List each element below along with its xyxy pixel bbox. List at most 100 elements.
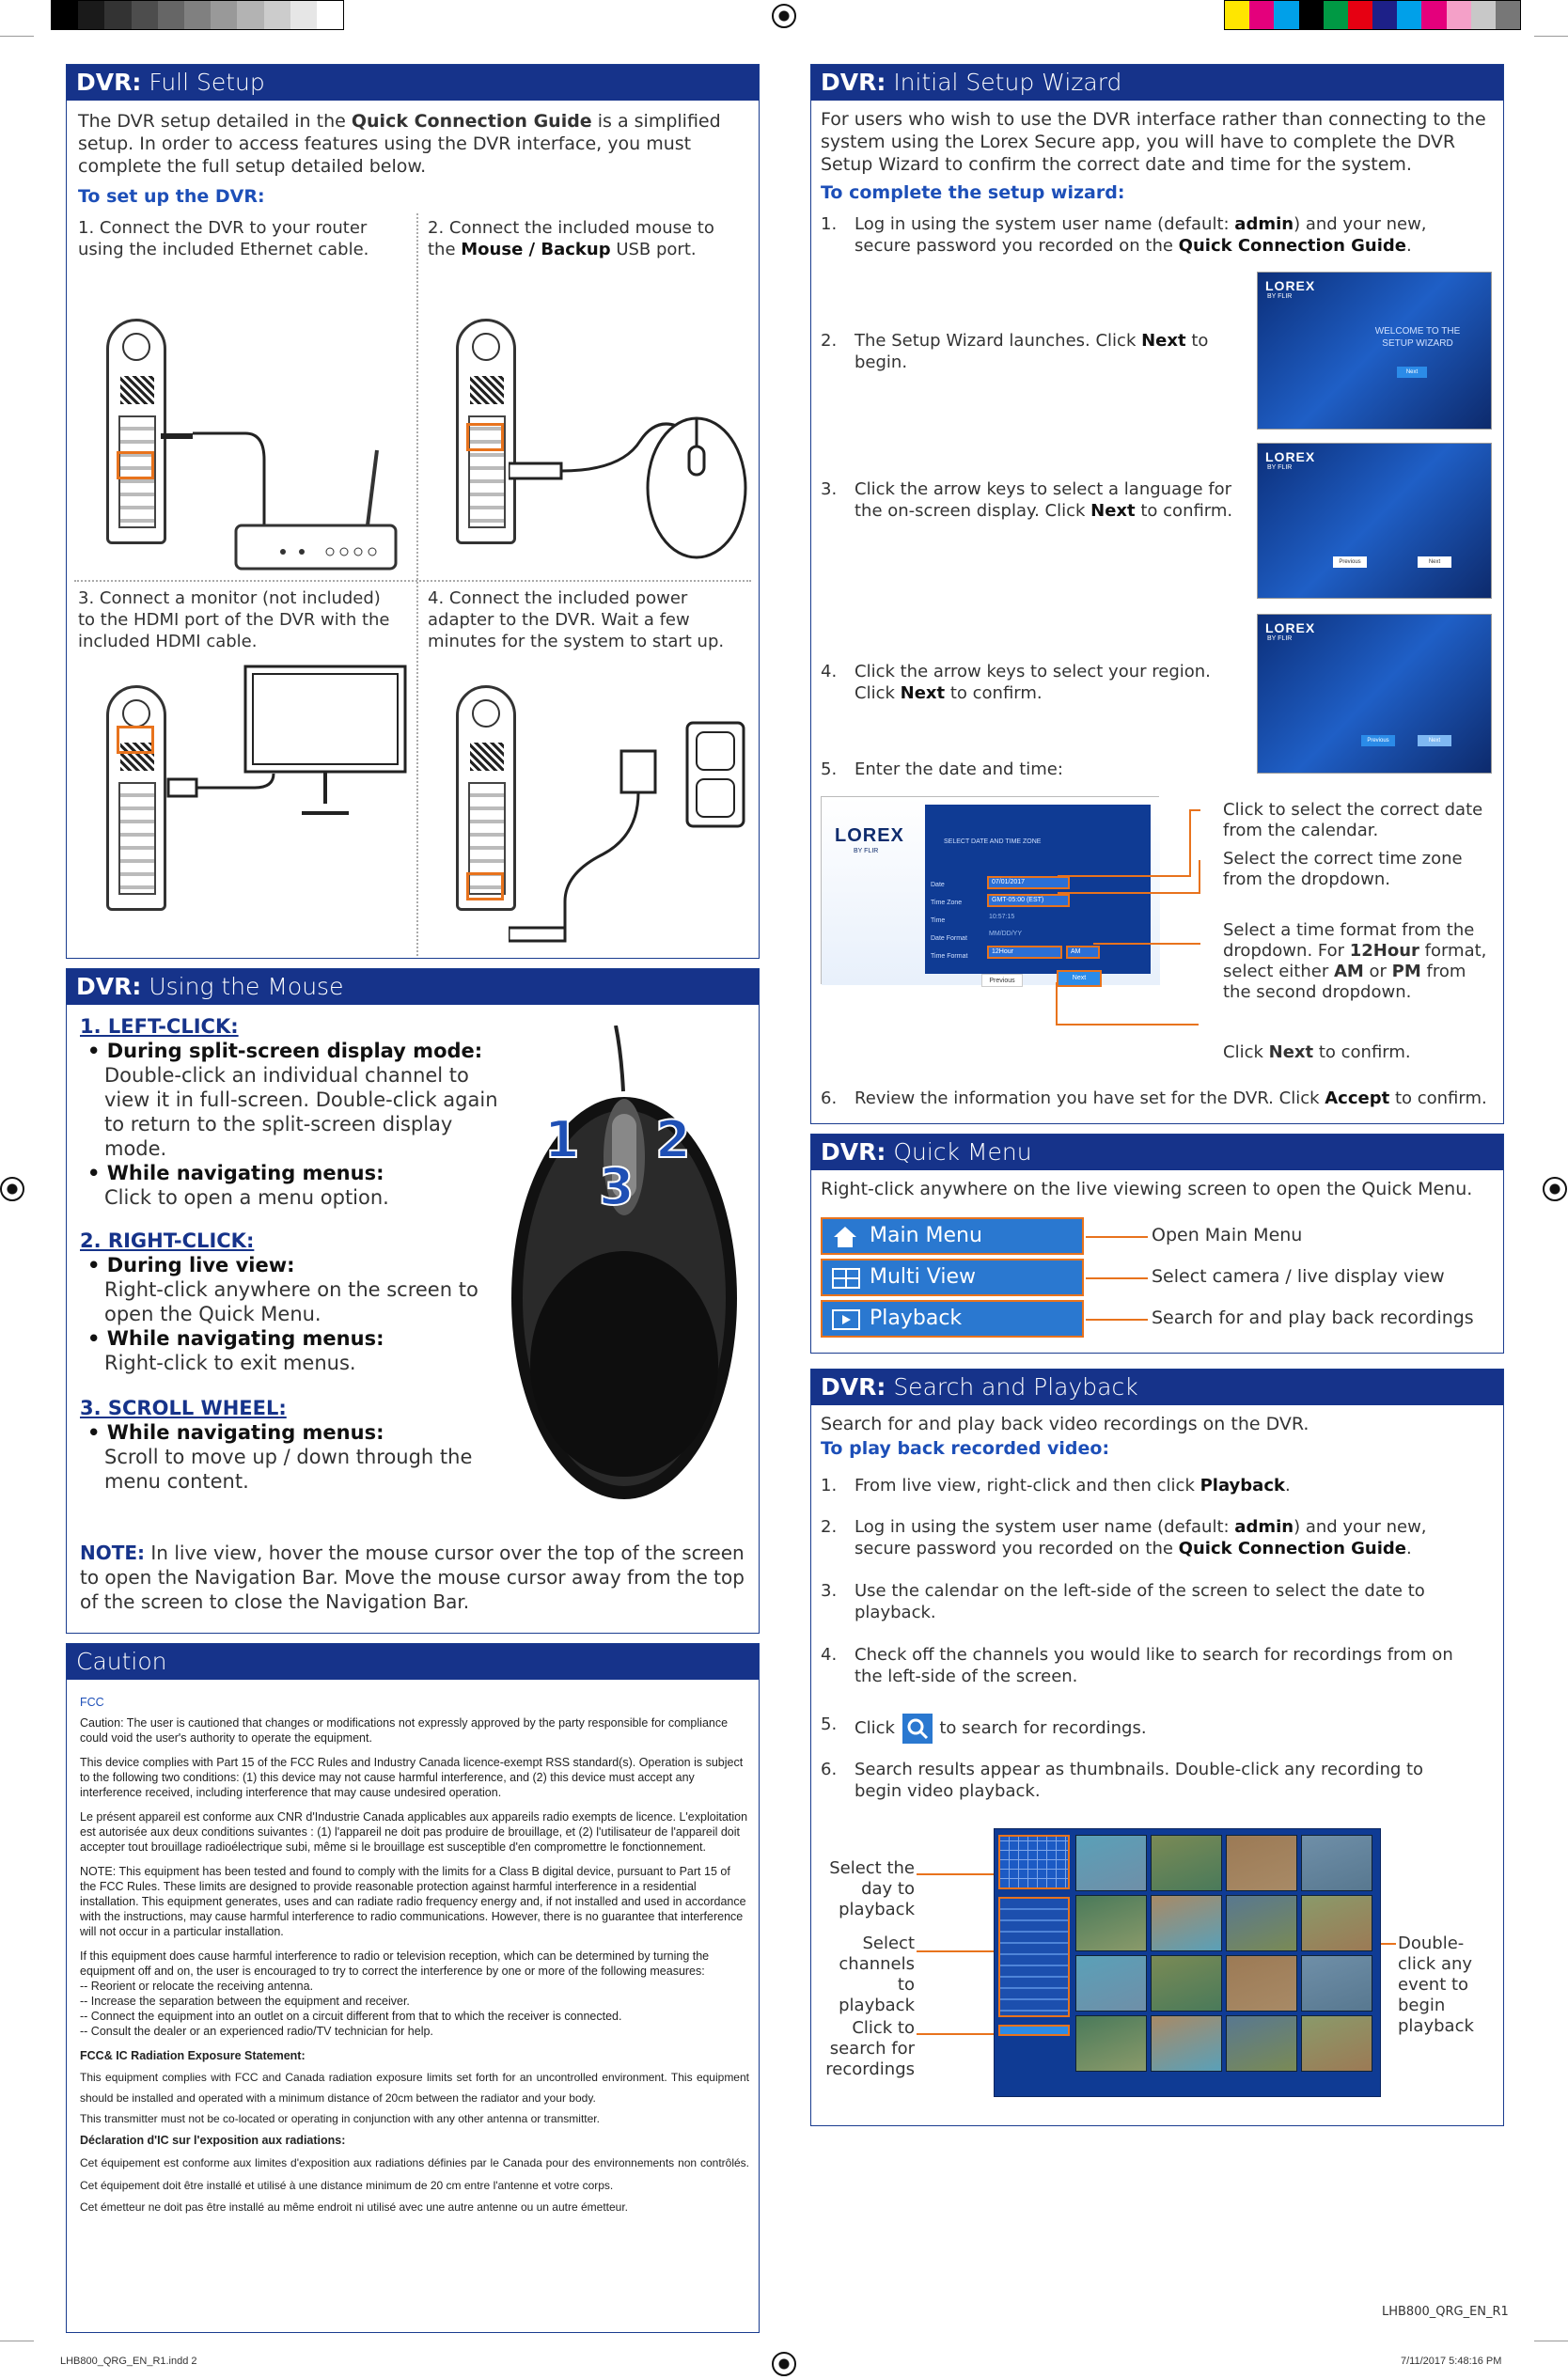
wizard-region-screenshot: LOREX BY FLIR Previous Next (1257, 614, 1492, 774)
bullet-text: Right-click to exit menus. (104, 1352, 356, 1374)
recording-thumbnail[interactable] (1151, 1895, 1222, 1951)
quick-menu-intro: Right-click anywhere on the live viewing… (821, 1179, 1473, 1199)
quick-menu-playback[interactable]: Playback (821, 1300, 1084, 1338)
quick-menu-multi-view[interactable]: Multi View (821, 1259, 1084, 1296)
recording-thumbnail[interactable] (1226, 1895, 1297, 1951)
next-button-thumb: Next (1418, 735, 1451, 746)
next-button[interactable]: Next (1057, 970, 1102, 987)
callout-text: from the second dropdown. (1223, 962, 1466, 1002)
recording-thumbnail[interactable] (1075, 1895, 1147, 1951)
recording-thumbnail[interactable] (1151, 2015, 1222, 2072)
dt-label-time: Time (931, 917, 946, 924)
bullet-text: Right-click anywhere on the screen to op… (104, 1278, 478, 1325)
color-swatch (1397, 1, 1422, 29)
callout-next: Click Next to confirm. (1223, 1042, 1496, 1063)
wizard-subhead: To complete the setup wizard: (821, 182, 1125, 203)
channel-list-thumb[interactable] (998, 1897, 1070, 2017)
dt-label-time-format: Time Format (931, 953, 968, 960)
mouse-illustration (511, 1026, 737, 1499)
mouse-label-3: 3 (598, 1156, 635, 1217)
note-text: In live view, hover the mouse cursor ove… (80, 1542, 745, 1613)
dvr-illustration (106, 319, 166, 544)
bullet: • While navigating menus: (87, 1421, 384, 1444)
default-username: admin (1234, 214, 1294, 234)
caution-panel: Caution FCC Caution: The user is caution… (66, 1643, 760, 2333)
search-button-thumb[interactable] (998, 2025, 1070, 2036)
file-slug: LHB800_QRG_EN_R1.indd 2 (60, 2356, 197, 2367)
dt-title: SELECT DATE AND TIME ZONE (944, 838, 1042, 845)
caution-paragraph: Cet émetteur ne doit pas être installé a… (80, 2200, 629, 2214)
callout-search: Click to search for recordings (825, 2018, 915, 2079)
recording-thumbnail[interactable] (1301, 1835, 1372, 1891)
header-title: Quick Menu (893, 1138, 1032, 1166)
intro-text-2: is a simplified setup. In order to acces… (78, 111, 721, 177)
step-text: From live view, right-click and then cli… (855, 1476, 1200, 1495)
full-setup-subhead: To set up the DVR: (78, 186, 265, 207)
recording-thumbnail[interactable] (1301, 1895, 1372, 1951)
setup-step-1: 1. Connect the DVR to your router using … (78, 218, 369, 259)
step-number: 6. (821, 1088, 838, 1108)
quick-menu-main-menu[interactable]: Main Menu (821, 1217, 1084, 1255)
bullet-text: Double-click an individual channel to vi… (104, 1064, 498, 1160)
bullet-title: While navigating menus: (106, 1162, 384, 1184)
step-number: 4. (821, 1645, 838, 1665)
recording-thumbnail[interactable] (1301, 2015, 1372, 2072)
previous-button[interactable]: Previous (981, 974, 1023, 987)
recording-thumbnail[interactable] (1226, 2015, 1297, 2072)
callout-bold: 12Hour (1349, 941, 1419, 961)
step-text: . (1406, 236, 1412, 256)
color-swatch (1298, 1, 1324, 29)
recording-thumbnail[interactable] (1075, 1835, 1147, 1891)
dt-label-date: Date (931, 882, 945, 888)
dt-date-field[interactable]: 07/01/2017 (987, 876, 1070, 889)
registration-mark-top (772, 4, 796, 28)
full-setup-header: DVR: Full Setup (67, 65, 759, 101)
step-text: . (1284, 1476, 1291, 1495)
callout-double-click: Double-click any event to begin playback (1398, 1934, 1474, 2036)
callout-line (917, 1950, 994, 1952)
caution-paragraph: Le présent appareil est conforme aux CNR… (80, 1810, 748, 1854)
callout-bold: AM (1333, 962, 1364, 981)
right-click-heading: 2. RIGHT-CLICK: (80, 1229, 255, 1252)
step-text: to begin. (855, 331, 1209, 372)
recording-thumbnail[interactable] (1151, 1835, 1222, 1891)
header-title: Search and Playback (893, 1373, 1138, 1401)
next-label: Next (900, 683, 946, 703)
header-label: DVR: (821, 69, 886, 96)
recording-thumbnail[interactable] (1226, 1955, 1297, 2012)
intro-text: The DVR setup detailed in the (78, 111, 352, 132)
setup-step-3: 3. Connect a monitor (not included) to t… (78, 588, 390, 651)
recording-thumbnail[interactable] (1075, 1955, 1147, 2012)
caution-paragraph: NOTE: This equipment has been tested and… (80, 1865, 746, 1938)
mouse-label-1: 1 (543, 1109, 581, 1170)
wizard-step-1: Log in using the system user name (defau… (855, 213, 1475, 257)
previous-button-thumb: Previous (1361, 735, 1395, 746)
color-swatch (1323, 1, 1348, 29)
recording-thumbnail[interactable] (1301, 1955, 1372, 2012)
caution-paragraph: This device complies with Part 15 of the… (80, 1756, 744, 1799)
wizard-step-5: Enter the date and time: (855, 759, 1063, 779)
wizard-step-2: The Setup Wizard launches. Click Next to… (855, 330, 1249, 373)
caution-list-item: -- Consult the dealer or an experienced … (80, 2025, 433, 2038)
color-swatch (1470, 1, 1496, 29)
dt-ampm-dropdown[interactable]: AM (1066, 946, 1100, 959)
recording-thumbnail[interactable] (1151, 1955, 1222, 2012)
step-number: 5. (821, 759, 838, 779)
dt-time-format-dropdown[interactable]: 12Hour (987, 946, 1062, 959)
callout-select-day: Select the day to playback (829, 1858, 915, 1919)
recording-thumbnail[interactable] (1075, 2015, 1147, 2072)
mouse-cable-illustration (509, 416, 747, 559)
search-step-2: Log in using the system user name (defau… (855, 1516, 1475, 1559)
color-swatch (316, 1, 344, 29)
step-text: Click (855, 1718, 901, 1738)
calendar-thumb[interactable] (998, 1835, 1070, 1889)
divider (74, 580, 751, 582)
mouse-note: NOTE: In live view, hover the mouse curs… (80, 1541, 749, 1614)
color-swatch (1249, 1, 1275, 29)
dt-zone-dropdown[interactable]: GMT-05:00 (EST) (987, 894, 1070, 907)
quick-menu-panel: DVR: Quick Menu Right-click anywhere on … (810, 1134, 1504, 1354)
step-text: Log in using the system user name (defau… (855, 214, 1235, 234)
recording-thumbnail[interactable] (1226, 1835, 1297, 1891)
callout-line (1086, 1319, 1148, 1321)
header-label: DVR: (76, 69, 142, 96)
